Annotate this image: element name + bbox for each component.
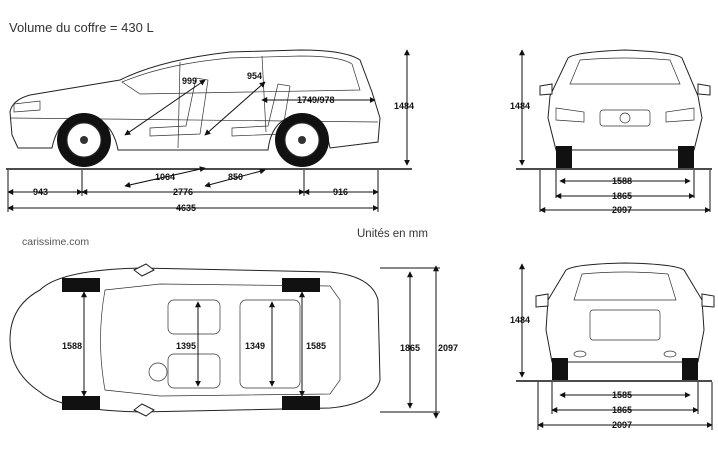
side-rear-wheel xyxy=(275,113,329,167)
front-headroom-line xyxy=(124,79,206,136)
side-front-wheel xyxy=(57,113,111,167)
units-label: Unités en mm xyxy=(357,228,428,240)
top-view: 1588 1395 1349 1585 1865 2097 xyxy=(9,263,458,419)
front-legroom-line xyxy=(124,166,206,188)
top-rear-right-tire xyxy=(282,396,320,410)
top-front-shoulder-label: 1395 xyxy=(176,341,196,351)
top-rear-shoulder-label: 1349 xyxy=(245,341,265,351)
front-height-label: 1484 xyxy=(510,101,530,111)
front-view: 1484 1588 1865 2097 xyxy=(510,49,712,215)
top-front-right-tire xyxy=(62,396,100,410)
watermark: carissime.com xyxy=(22,236,90,248)
rear-width-label: 1865 xyxy=(612,405,632,415)
top-roof xyxy=(100,283,341,397)
front-width-label: 1865 xyxy=(612,191,632,201)
top-right-mirror xyxy=(133,403,155,417)
rear-right-mirror xyxy=(701,293,715,308)
top-rear-track-label: 1585 xyxy=(306,341,326,351)
top-front-seat-right xyxy=(167,353,221,389)
front-right-tire xyxy=(678,146,694,168)
front-right-mirror xyxy=(697,83,711,96)
front-car-body xyxy=(547,49,703,151)
front-right-headlight xyxy=(665,107,695,123)
top-left-mirror xyxy=(133,263,155,277)
front-headroom-label: 999 xyxy=(182,76,197,86)
front-overhang-label: 943 xyxy=(33,187,48,197)
top-front-track-label: 1588 xyxy=(62,341,82,351)
rear-view: 1484 1585 1865 2097 xyxy=(510,262,715,430)
top-front-seat-left xyxy=(167,299,221,335)
front-windshield xyxy=(569,57,681,85)
top-front-left-tire xyxy=(62,278,100,292)
top-steering-wheel xyxy=(148,362,168,382)
front-left-headlight xyxy=(555,107,585,123)
side-view: 999 954 1749/978 1064 850 1484 943 2776 … xyxy=(6,49,414,213)
rear-window xyxy=(573,271,677,301)
side-windows xyxy=(121,55,361,95)
front-grille xyxy=(599,109,651,127)
rear-headroom-label: 954 xyxy=(247,71,262,81)
top-width-label: 1865 xyxy=(400,343,420,353)
top-width-mirrors-label: 2097 xyxy=(438,343,458,353)
rear-legroom-label: 850 xyxy=(228,172,243,182)
front-legroom-label: 1064 xyxy=(155,172,175,182)
top-rear-left-tire xyxy=(282,278,320,292)
front-width-mirrors-label: 2097 xyxy=(612,205,632,215)
trunk-volume-title: Volume du coffre = 430 L xyxy=(9,20,154,35)
rear-left-tire xyxy=(552,358,568,380)
rear-height-label: 1484 xyxy=(510,315,530,325)
rear-left-exhaust xyxy=(573,350,587,358)
rear-car-body xyxy=(545,262,705,363)
rear-headroom-line xyxy=(204,81,266,136)
wheelbase-label: 2776 xyxy=(173,187,193,197)
side-height-label: 1484 xyxy=(394,101,414,111)
length-label: 4635 xyxy=(176,203,196,213)
cargo-length-label: 1749/978 xyxy=(297,95,335,105)
side-headlight xyxy=(13,100,41,113)
rear-overhang-label: 916 xyxy=(333,187,348,197)
rear-right-exhaust xyxy=(663,350,677,358)
front-track-label: 1588 xyxy=(612,176,632,186)
front-logo xyxy=(619,112,631,124)
rear-tailgate xyxy=(589,309,661,341)
rear-legroom-line xyxy=(204,168,266,188)
front-left-tire xyxy=(556,146,572,168)
rear-width-mirrors-label: 2097 xyxy=(612,420,632,430)
front-left-mirror xyxy=(539,83,553,96)
rear-left-mirror xyxy=(535,293,549,308)
rear-right-tire xyxy=(682,358,698,380)
rear-track-label: 1585 xyxy=(612,390,632,400)
